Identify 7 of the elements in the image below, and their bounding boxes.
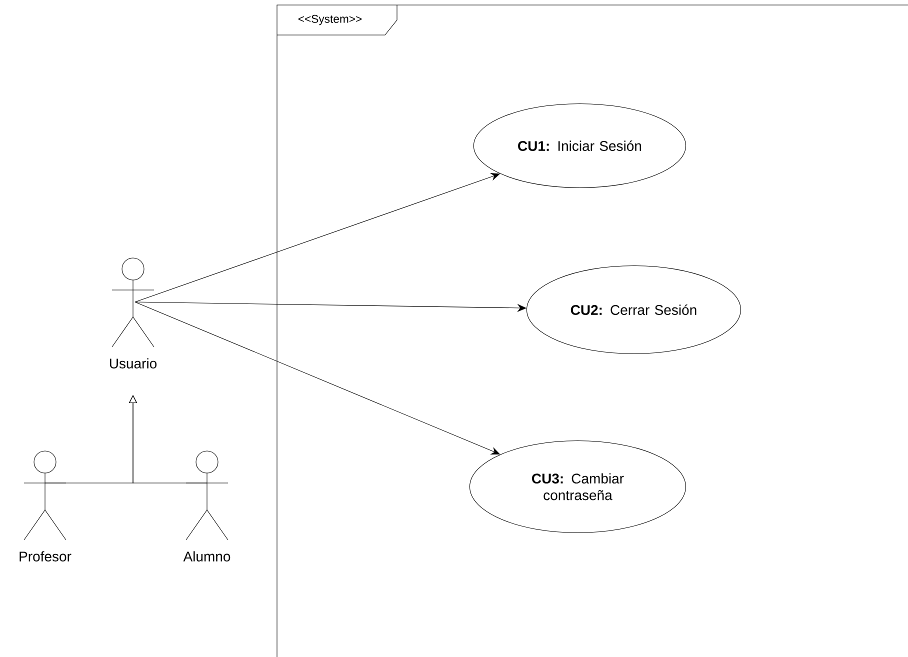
node-label: Profesor — [20, 551, 72, 562]
actor-figure: Usuario — [110, 258, 157, 368]
actor-figure: Alumno — [183, 450, 230, 562]
node-label: Usuario — [110, 358, 157, 368]
actor-figure: Profesor — [20, 450, 72, 562]
node-label: Alumno — [183, 551, 230, 562]
generalization-arrow — [128, 395, 208, 484]
